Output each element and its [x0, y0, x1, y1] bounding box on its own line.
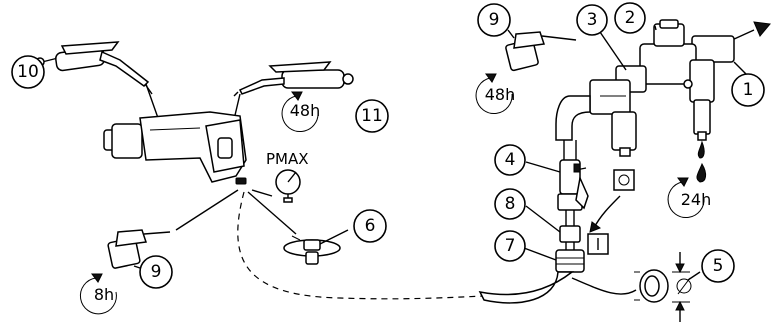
leader-line-3 — [599, 31, 627, 71]
svg-text:4: 4 — [505, 150, 516, 170]
leader-line-2 — [654, 25, 657, 31]
svg-text:6: 6 — [365, 216, 376, 236]
callout-3: 3 — [576, 4, 608, 36]
svg-text:9: 9 — [489, 10, 500, 30]
leader-line-8 — [525, 205, 561, 233]
callout-10: 10 — [11, 55, 45, 89]
interval-badge-oiler-left: 8h — [79, 273, 117, 315]
callout-8: 8 — [494, 188, 526, 220]
interval-badge-gun-11: 48h — [281, 91, 321, 133]
grease-gun-10-icon — [35, 41, 153, 95]
elbow-fitting-icon — [555, 95, 591, 141]
callout-5: 5 — [701, 249, 735, 283]
callout-11: 11 — [355, 99, 389, 133]
svg-text:8h: 8h — [94, 285, 114, 304]
leader-line-wrench-oil — [175, 189, 239, 231]
interval-badge-drain: 24h — [667, 177, 712, 219]
supply-line-dashed — [237, 191, 485, 300]
frl-unit-icon — [589, 19, 735, 157]
svg-text:48h: 48h — [485, 85, 516, 104]
gauge-label: PMAX — [266, 150, 309, 168]
cycle-arrow-head — [589, 221, 602, 233]
leader-line-7 — [523, 247, 557, 261]
svg-text:8: 8 — [505, 194, 516, 214]
quick-coupler-icon — [555, 225, 585, 273]
interval-badge-oiler-right: 48h — [475, 73, 516, 115]
callout-6: 6 — [353, 209, 387, 243]
leader-line-oiler-right — [507, 29, 515, 39]
svg-text:9: 9 — [151, 262, 162, 282]
leader-line-10 — [145, 83, 159, 119]
inlet-plug-icon — [283, 235, 341, 265]
hose-icon — [478, 271, 637, 304]
svg-text:11: 11 — [361, 106, 383, 126]
svg-text:24h: 24h — [681, 190, 712, 209]
callout-2: 2 — [614, 2, 646, 34]
svg-text:7: 7 — [505, 236, 516, 256]
leader-line-6 — [319, 229, 349, 245]
pulse-on-icon — [613, 169, 635, 191]
svg-text:48h: 48h — [290, 101, 321, 120]
callout-9-left: 9 — [139, 255, 173, 289]
pressure-gauge-icon — [275, 169, 301, 203]
callout-1: 1 — [731, 73, 765, 107]
oil-can-right-icon — [505, 31, 577, 72]
leader-line-5 — [687, 271, 701, 281]
drain-drops-icon — [696, 140, 707, 183]
callout-4: 4 — [494, 144, 526, 176]
svg-text:1: 1 — [743, 80, 754, 100]
leader-line-wrench-gauge — [251, 189, 273, 197]
hose-diameter-icon — [634, 252, 692, 322]
svg-text:10: 10 — [17, 62, 39, 82]
callout-9-right: 9 — [477, 3, 511, 37]
cycle-arrow — [593, 195, 621, 229]
pulse-off-icon — [587, 233, 609, 255]
svg-text:2: 2 — [625, 8, 636, 28]
grease-gun-11-icon — [233, 61, 354, 97]
leader-line-4 — [525, 161, 561, 173]
leader-line-wrench-6 — [247, 191, 297, 235]
ball-valve-icon — [557, 159, 589, 211]
air-inlet-arrow-icon — [731, 21, 771, 41]
callout-7: 7 — [494, 230, 526, 262]
svg-text:3: 3 — [587, 10, 598, 30]
svg-text:5: 5 — [713, 256, 724, 276]
oil-can-left-icon — [107, 229, 171, 269]
impact-wrench-icon — [103, 111, 247, 185]
